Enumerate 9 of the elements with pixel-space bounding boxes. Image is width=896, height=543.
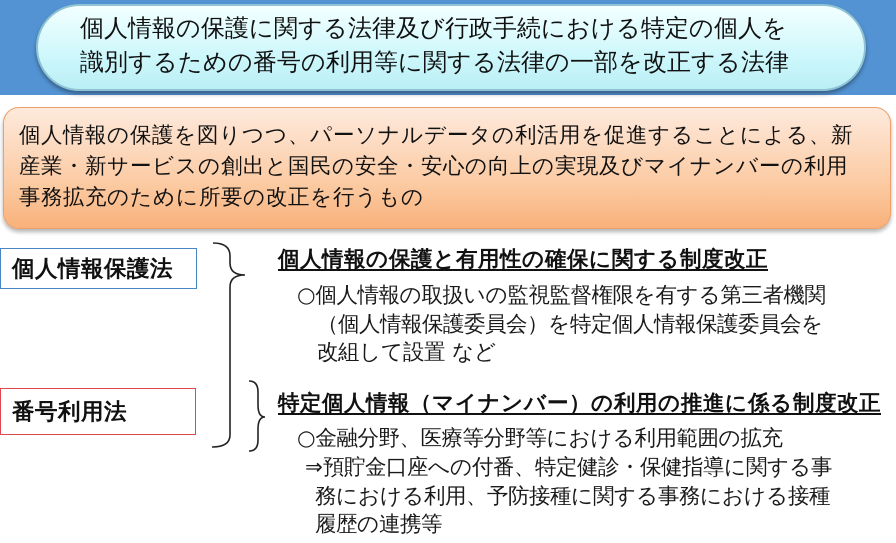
title-banner: 個人情報の保護に関する法律及び行政手続における特定の個人を識別するための番号の利用等に関する法律の一部を改正する法律 <box>36 4 866 91</box>
bullet-text: ○金融分野、医療等分野等における利用範囲の拡充 <box>297 425 784 453</box>
section-heading: 特定個人情報（マイナンバー）の利用の推進に係る制度改正 <box>278 390 881 418</box>
bullet-text: ○個人情報の取扱いの監視監督権限を有する第三者機関（個人情報保護委員会）を特定個人情報保護委員会を改組して設置 など <box>297 282 827 367</box>
bullet-text: ⇒預貯金口座への付番、特定健診・保健指導に関する事務における利用、予防接種に関する事務における接種履歴の連携等 <box>305 454 833 539</box>
law-box: 個人情報保護法 <box>0 248 197 289</box>
summary-box: 個人情報の保護を図りつつ、パーソナルデータの利活用を促進することによる、新産業・新サービスの創出と国民の安全・安心の向上の実現及びマイナンバーの利用事務拡充のために所要の改正を行うもの <box>3 107 891 229</box>
law-box: 番号利用法 <box>0 388 196 435</box>
section-heading: 個人情報の保護と有用性の確保に関する制度改正 <box>278 246 768 274</box>
